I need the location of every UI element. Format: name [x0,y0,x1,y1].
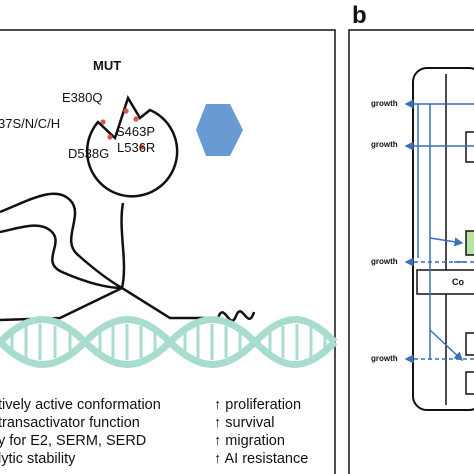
receptor-leg-right [121,286,256,322]
pathway-arrows [404,99,474,364]
mutation-dot [100,119,106,125]
pathway-box-co [416,269,474,295]
panel-a-frame [0,29,336,474]
pathway-box [465,131,474,163]
dna-helix [0,316,338,368]
mutation-label: 37S/N/C/H [0,116,61,131]
panel-b-frame [348,29,474,474]
effects-right-list: ↑ proliferation ↑ survival ↑ migration ↑… [214,396,308,468]
receptor-arm-upper [0,192,123,290]
effect-item: y for E2, SERM, SERD [0,433,147,449]
receptor-ligand-binding-domain [85,95,179,198]
growth-label: growth [371,140,398,149]
effects-left-list: tively active conformation transactivato… [0,396,161,468]
mutation-dot [133,116,139,122]
mutation-label: L536R [117,140,156,155]
effect-item: transactivator function [0,415,140,431]
growth-label: growth [371,99,398,108]
box-label: Co [452,277,464,287]
effect-item: tively active conformation [0,397,161,413]
growth-label: growth [371,354,398,363]
mutation-label: S463P [116,124,156,139]
effect-item: ↑ migration [214,433,285,449]
receptor-arm-lower [0,224,123,290]
pathway-box [465,332,474,356]
panel-b-letter: b [352,2,367,29]
mutation-dot [107,134,113,140]
panel-title: MUT [93,58,122,73]
mutation-dot [139,144,145,150]
receptor-leg-left [0,286,123,322]
mutation-label: E380Q [62,90,103,105]
effect-item: lytic stability [0,451,76,467]
pathway-box [465,371,474,395]
mutation-label: D538G [68,146,110,161]
receptor-hinge [120,202,126,289]
effect-item: ↑ AI resistance [214,451,309,467]
mutation-dot [123,108,129,114]
ligand-hexagon [196,104,243,156]
effect-item: ↑ proliferation [214,397,302,413]
pathway-box-green [465,230,474,256]
effect-item: ↑ survival [214,415,275,431]
growth-label: growth [371,257,398,266]
